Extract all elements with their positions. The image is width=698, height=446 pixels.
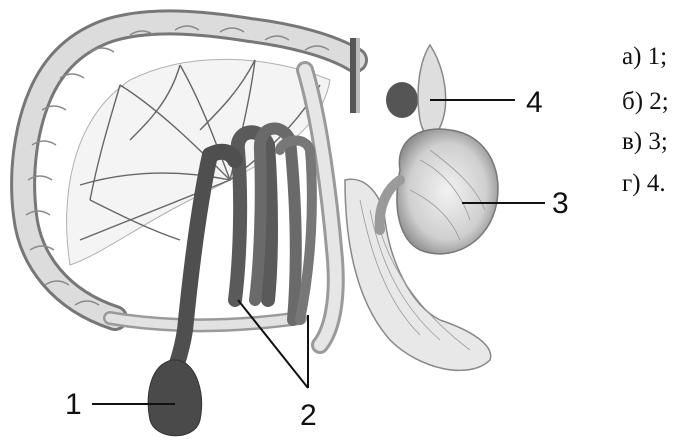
callout-1: 1 (65, 388, 82, 421)
spleen-structure (386, 82, 418, 118)
answer-letter: а) (622, 43, 641, 70)
answer-letter: в) (622, 128, 642, 155)
callout-3: 3 (552, 187, 569, 220)
answer-value: 1; (648, 43, 667, 70)
answer-letter: г) (622, 170, 641, 197)
organ-4 (418, 45, 446, 136)
answer-option-d: г) 4. (622, 171, 666, 196)
answer-option-a: а) 1; (622, 44, 667, 69)
callout-4: 4 (526, 86, 543, 119)
callout-2: 2 (300, 399, 317, 432)
answer-option-c: в) 3; (622, 129, 668, 154)
answer-value: 2; (649, 88, 668, 115)
answer-option-b: б) 2; (622, 89, 669, 114)
answer-value: 3; (648, 128, 667, 155)
answer-value: 4. (647, 170, 666, 197)
answer-letter: б) (622, 88, 643, 115)
